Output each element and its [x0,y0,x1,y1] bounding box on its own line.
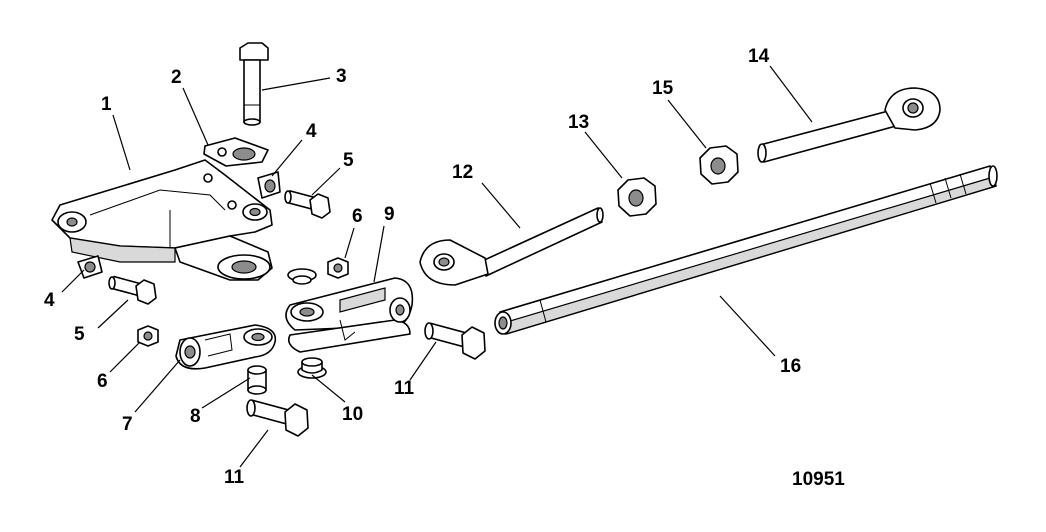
callout-16: 16 [780,356,801,377]
callout-11-lower: 11 [224,467,245,488]
callout-6-upper: 6 [352,206,363,227]
part-1-bracket [51,159,273,281]
callout-labels: 1 2 3 4 4 5 5 6 6 7 8 9 10 11 11 12 13 1… [44,46,845,490]
callout-2: 2 [171,67,182,88]
part-10-bushing [297,357,327,379]
part-4-spacer-upper [257,171,281,199]
callout-1: 1 [101,94,112,115]
callout-12: 12 [452,162,473,183]
callout-4-lower: 4 [44,290,55,311]
callout-3: 3 [336,66,347,87]
callout-11-upper: 11 [394,378,415,399]
figure-number: 10951 [792,469,845,490]
part-8-sleeve [247,365,267,395]
callout-14: 14 [748,46,770,67]
callout-5-lower: 5 [74,324,85,345]
part-6-nut-upper [327,257,349,279]
leader-lines [61,65,813,468]
part-5-bolt-lower [108,275,157,305]
part-7-rod-end [175,324,277,370]
callout-15: 15 [652,78,674,99]
part-12-rod-end [419,207,604,286]
part-5-bolt-upper [284,190,331,219]
callout-9: 9 [384,204,395,225]
part-13-nut [617,177,657,217]
callout-7: 7 [122,414,133,435]
part-2-plate [203,137,269,167]
part-3-bolt [239,42,269,126]
callout-8: 8 [190,406,201,427]
callout-13: 13 [568,112,589,133]
part-15-nut [699,145,739,185]
part-16-tube [494,165,998,335]
part-14-rod-end [757,87,941,163]
callout-5-upper: 5 [343,150,354,171]
part-9-clevis [285,277,414,353]
part-6-nut-lower [137,325,159,347]
part-11-bolt-upper [424,322,486,360]
callout-10: 10 [342,404,363,425]
callout-6-lower: 6 [97,371,108,392]
bushing-upper [287,268,317,285]
part-4-spacer-lower [77,255,103,279]
callout-4-upper: 4 [306,121,317,142]
part-11-bolt-lower [246,399,309,437]
